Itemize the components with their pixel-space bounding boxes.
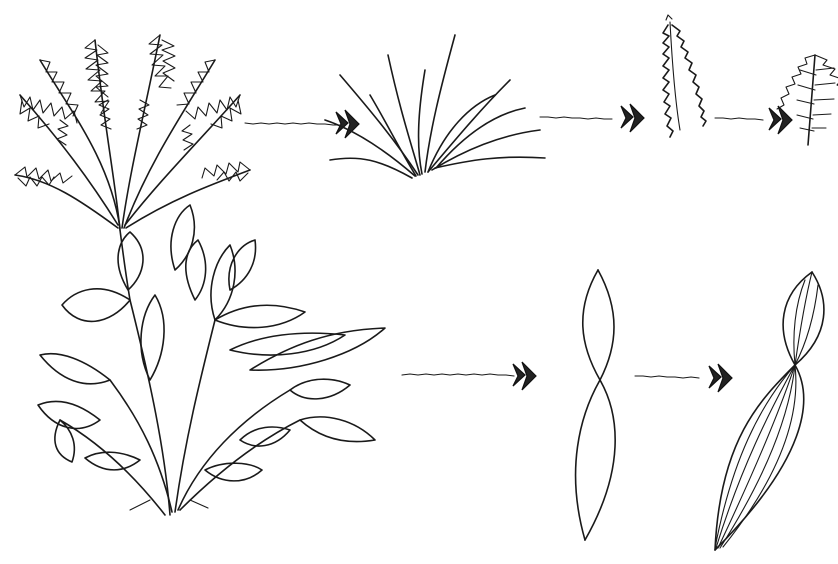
arrow-2	[540, 104, 644, 132]
toothed-leaf-illustration	[663, 15, 706, 137]
grass-strokes-illustration	[325, 35, 545, 178]
arrow-5	[635, 364, 732, 392]
arrow-3	[715, 106, 792, 134]
twisted-outline-illustration	[576, 270, 616, 540]
fern-plant-illustration	[15, 35, 250, 230]
leafy-plant-illustration	[38, 205, 385, 515]
small-fern-leaf-illustration	[777, 55, 838, 145]
arrow-1	[245, 110, 359, 138]
arrow-4	[402, 362, 536, 390]
veined-leaf-illustration	[715, 272, 824, 550]
